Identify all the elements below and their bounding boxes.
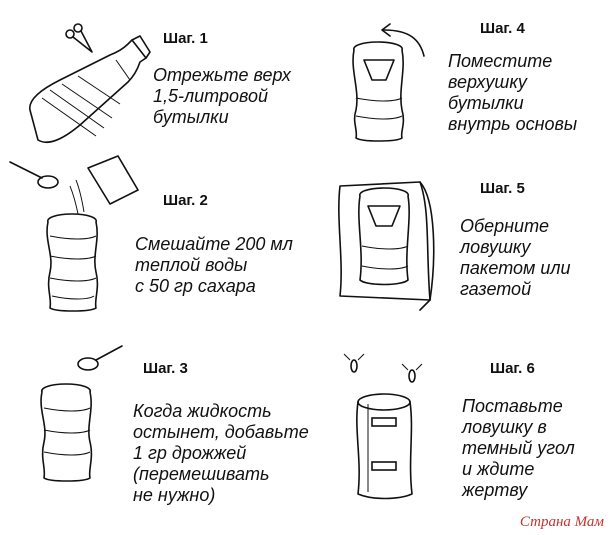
spoon-icon: [9, 161, 59, 189]
cup-illustration-step2: [46, 213, 99, 312]
step-4-text: Поместите верхушку бутылки внутрь основы: [448, 51, 578, 134]
watermark: Страна Мам: [519, 514, 604, 530]
arrow-icon: [381, 23, 425, 57]
step-3-title: Шаг. 3: [143, 360, 188, 377]
step-5-title: Шаг. 5: [480, 180, 525, 197]
cup-illustration-step3: [40, 383, 93, 482]
wrapped-trap-step6: [356, 393, 413, 500]
bottle-illustration: [29, 35, 151, 144]
step-2-text: Смешайте 200 мл теплой воды с 50 гр саха…: [135, 234, 293, 296]
step-6-text: Поставьте ловушку в темный угол и ждите …: [462, 396, 575, 500]
fly-icon-1: [343, 353, 365, 373]
step-2-title: Шаг. 2: [163, 192, 208, 209]
fly-icon-2: [401, 363, 423, 383]
trap-cup-step4: [352, 41, 405, 142]
step-3-text: Когда жидкость остынет, добавьте 1 гр др…: [133, 401, 309, 505]
pouring-glass-icon: [69, 155, 139, 215]
step-1-title: Шаг. 1: [163, 30, 208, 47]
step-5-text: Оберните ловушку пакетом или газетой: [460, 216, 571, 299]
wrapped-trap-step5: [338, 181, 435, 311]
step-6-title: Шаг. 6: [490, 360, 535, 377]
step-4-title: Шаг. 4: [480, 20, 525, 37]
scissors-icon: [65, 23, 93, 53]
spoon-icon-step3: [77, 345, 123, 371]
step-1-text: Отрежьте верх 1,5-литровой бутылки: [153, 65, 291, 127]
